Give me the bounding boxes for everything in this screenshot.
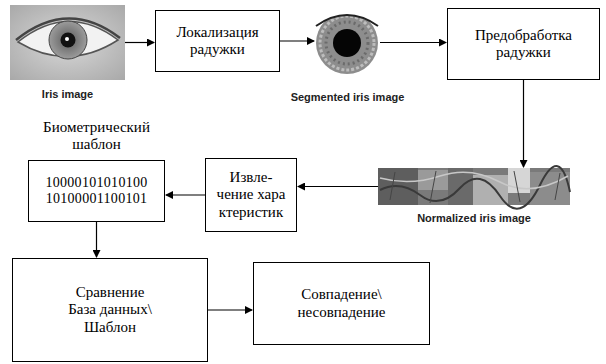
process-box: Извле-чение хара ктеристик	[205, 158, 297, 232]
normalized-iris-strip	[378, 166, 570, 209]
process-box: Совпадение\ несовпадение	[253, 262, 430, 345]
eye-photo	[10, 5, 125, 80]
flow-arrow	[298, 186, 378, 187]
flow-arrow	[380, 42, 446, 43]
process-box: Локализация радужки	[155, 10, 280, 72]
template-box: Биометрический шаблон10000101010100 1010…	[28, 160, 165, 222]
binary-code: 10000101010100 10100001100101	[41, 175, 153, 207]
box-label: Сравнение База данных\ Шаблон	[60, 284, 160, 336]
flow-arrow	[208, 309, 252, 310]
process-box: Сравнение База данных\ Шаблон	[12, 258, 208, 362]
image-caption: Normalized iris image	[417, 212, 531, 224]
process-box: Предобработка радужки	[447, 8, 600, 80]
box-label: Извле-чение хара ктеристик	[213, 169, 289, 221]
box-label: Совпадение\ несовпадение	[262, 286, 422, 321]
image-caption: Iris image	[42, 88, 93, 100]
flow-arrow	[96, 222, 97, 257]
image-caption: Segmented iris image	[291, 91, 405, 103]
template-heading: Биометрический шаблон	[32, 119, 162, 154]
flow-arrow	[280, 40, 314, 41]
segmented-iris-photo	[315, 10, 380, 75]
flow-arrow	[166, 194, 205, 195]
flow-arrow	[125, 42, 154, 43]
image-node: Segmented iris image	[315, 10, 380, 75]
image-node: Iris image	[10, 5, 125, 80]
box-label: Предобработка радужки	[454, 27, 594, 62]
flow-arrow	[523, 80, 524, 167]
box-label: Локализация радужки	[163, 24, 273, 59]
image-node: Normalized iris image	[378, 168, 570, 205]
